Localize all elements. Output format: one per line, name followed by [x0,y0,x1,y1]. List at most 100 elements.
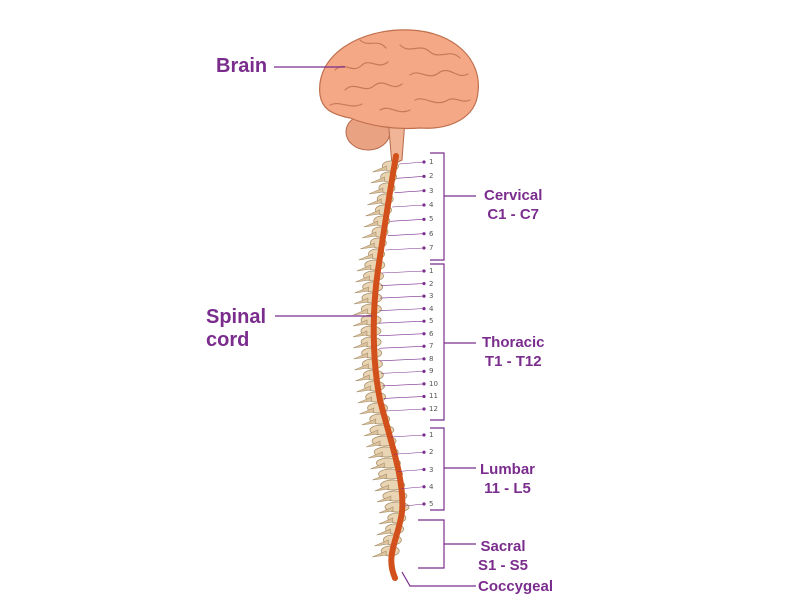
vertebra-process [372,550,387,558]
vertebra-number: 2 [429,448,434,457]
vertebra-process [376,495,392,503]
cervical-range: C1 - C7 [487,206,540,223]
vertebra-process [378,517,394,525]
thoracic-bracket [430,263,476,421]
vertebra-leader-line [378,320,425,324]
vertebra-leader-dot [422,467,426,472]
vertebra-leader-line [399,161,425,165]
vertebra-leader-dot [422,203,426,207]
sacral-label: Sacral S1 - S5 [478,537,528,575]
vertebra-number: 11 [429,392,438,401]
vertebra-process [363,429,379,437]
vertebra-leader-dot [422,502,426,506]
vertebra-leader-line [383,396,425,399]
spinal-cord-label-line-2: cord [206,329,250,351]
vertebra-leader-line [378,333,425,337]
vertebra-number: 3 [429,292,434,301]
vertebra-leader-line [380,371,425,374]
vertebra-process [359,407,374,415]
vertebra-leader-line [379,345,425,349]
lumbar-bracket [430,427,476,511]
vertebra-process [355,275,370,283]
vertebra-leader-dot [422,319,426,323]
vertebra-process [368,451,383,459]
vertebra-number: 3 [429,186,434,195]
sacral-name: Sacral [480,538,526,555]
brain-illustration [319,29,479,166]
vertebra-leader-dot [422,407,426,411]
vertebra-process [365,440,381,448]
vertebra-process [354,363,369,371]
vertebra-leader-dot [422,246,426,250]
vertebra-number: 2 [429,172,434,181]
vertebra-number: 7 [429,342,434,351]
vertebra-process [358,253,373,261]
vertebra-number: 5 [429,215,434,224]
vertebra-leader-dot [422,307,426,311]
vertebra-process [370,176,385,184]
vertebra-number: 1 [429,267,434,275]
vertebra-process [370,462,385,470]
vertebra-process [352,330,368,338]
spinal-cord-label: Spinal cord [206,306,266,352]
vertebra-process [355,374,370,382]
vertebra-process [368,187,384,195]
vertebra-number: 8 [429,354,434,363]
vertebra-number: 4 [429,482,434,491]
cervical-label: Cervical C1 - C7 [484,186,542,224]
vertebra-process [365,209,380,217]
vertebra-leader-line [385,408,425,412]
vertebra-leader-line [394,190,425,193]
vertebra-process [374,539,389,547]
vertebra-number: 12 [429,405,438,413]
vertebra-process [356,264,372,272]
vertebra-number-leaders [378,160,426,507]
vertebra-process [361,418,377,426]
vertebra-leader-dot [422,332,426,336]
vertebra-number: 10 [429,379,438,388]
vertebra-process [361,231,377,239]
vertebra-leader-dot [422,281,426,286]
lumbar-name: Lumbar [480,461,536,478]
vertebra-process [354,286,369,294]
sacral-bracket [418,519,476,569]
vertebra-leader-dot [422,433,426,437]
coccygeal-label: Coccygeal [478,577,553,596]
vertebra-leader-line [379,308,425,311]
vertebra-leader-line [387,233,425,236]
vertebra-process [353,308,368,316]
vertebra-leader-line [382,383,425,387]
vertebra-leader-line [396,176,425,179]
vertebra-process [374,484,389,492]
vertebra-process [378,506,394,514]
vertebra-number: 1 [429,158,434,166]
cervical-name: Cervical [484,187,543,204]
cervical-bracket [430,152,476,261]
vertebra-number: 7 [429,244,434,252]
vertebra-leader-line [385,247,425,251]
vertebra-leader-dot [422,232,426,236]
vertebra-leader-dot [422,357,426,361]
vertebra-number: 2 [429,279,434,288]
brain-label-text: Brain [216,55,268,77]
vertebra-leader-line [401,486,425,490]
spinal-cord [370,153,406,581]
vertebra-number: 1 [429,431,434,439]
vertebra-leader-line [390,434,425,438]
vertebra-leader-dot [422,189,426,193]
vertebra-leader-dot [422,269,426,273]
vertebra-leader-dot [422,294,426,298]
vertebra-leader-line [380,295,425,299]
vertebra-leader-dot [422,450,426,454]
vertebra-leader-line [380,283,425,286]
vertebra-process [353,352,368,360]
vertebra-number: 6 [429,229,434,238]
vertebra-process [353,297,369,305]
vertebra-process [360,242,375,250]
vertebra-leader-dot [422,382,426,386]
vertebra-process [363,220,379,228]
vertebra-process [352,319,368,327]
vertebra-leader-dot [422,394,426,399]
